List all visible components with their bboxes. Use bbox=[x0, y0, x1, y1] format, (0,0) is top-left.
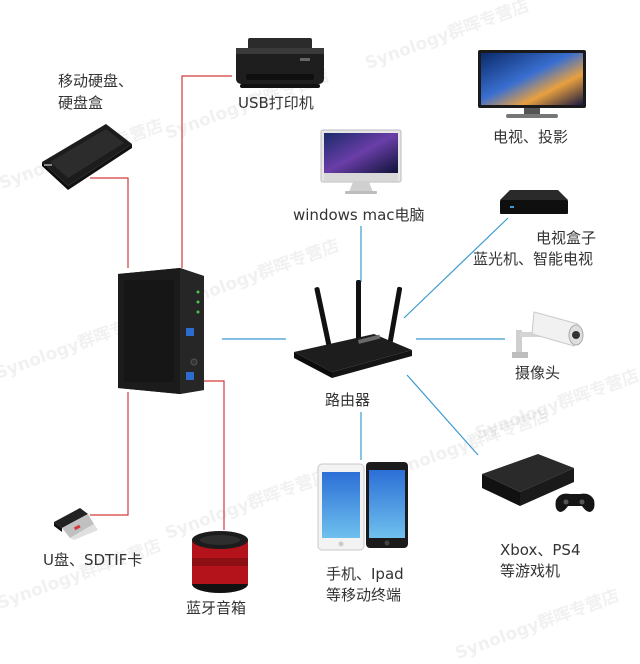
tvbox-label-line2: 蓝光机、智能电视 bbox=[473, 250, 594, 268]
nas-icon bbox=[118, 268, 204, 394]
printer-link bbox=[181, 75, 232, 268]
tvbox-device bbox=[496, 186, 570, 218]
tv-icon bbox=[478, 50, 586, 118]
usb-drive-icon bbox=[54, 508, 98, 540]
camera-label: 摄像头 bbox=[515, 364, 561, 382]
set-top-box-icon bbox=[500, 190, 568, 214]
printer-icon bbox=[236, 38, 324, 88]
hard-drive-icon bbox=[42, 124, 132, 190]
speaker-label: 蓝牙音箱 bbox=[186, 599, 247, 617]
box-link bbox=[403, 217, 509, 319]
hdd-label-line1: 移动硬盘、 bbox=[58, 72, 134, 90]
tvbox-label-line1: 电视盒子 bbox=[536, 229, 597, 247]
camera-device bbox=[508, 304, 588, 360]
game-console-icon bbox=[482, 454, 595, 512]
mobile-label-line2: 等移动终端 bbox=[326, 586, 402, 604]
router-label: 路由器 bbox=[325, 391, 371, 409]
speaker-device bbox=[190, 528, 250, 594]
hdd-label-line2: 硬盘盒 bbox=[58, 94, 104, 112]
usb-label: U盘、SDTIF卡 bbox=[43, 551, 143, 569]
bluetooth-speaker-icon bbox=[192, 531, 248, 593]
mobile-label-line1: 手机、Ipad bbox=[326, 565, 404, 583]
router-device bbox=[288, 280, 416, 380]
computer-icon bbox=[320, 129, 402, 194]
tablet-icon bbox=[317, 462, 408, 551]
speaker-link bbox=[204, 380, 225, 530]
usb-link bbox=[90, 392, 129, 516]
printer-device bbox=[232, 38, 328, 90]
router-icon bbox=[294, 280, 412, 378]
pc-label: windows mac电脑 bbox=[293, 206, 425, 224]
connection-lines bbox=[90, 75, 509, 530]
tv-label: 电视、投影 bbox=[493, 128, 569, 146]
security-camera-icon bbox=[512, 311, 584, 358]
tv-device bbox=[476, 48, 588, 124]
hdd-device bbox=[36, 120, 136, 192]
console-link bbox=[406, 374, 479, 456]
mobile-device bbox=[314, 460, 410, 552]
console-label-line1: Xbox、PS4 bbox=[500, 541, 581, 559]
printer-label: USB打印机 bbox=[238, 94, 314, 112]
hdd-link bbox=[90, 177, 129, 268]
console-label-line2: 等游戏机 bbox=[500, 562, 561, 580]
pc-device bbox=[319, 128, 403, 196]
console-device bbox=[478, 446, 598, 524]
usb-device bbox=[50, 500, 102, 540]
nas-device bbox=[114, 266, 210, 396]
